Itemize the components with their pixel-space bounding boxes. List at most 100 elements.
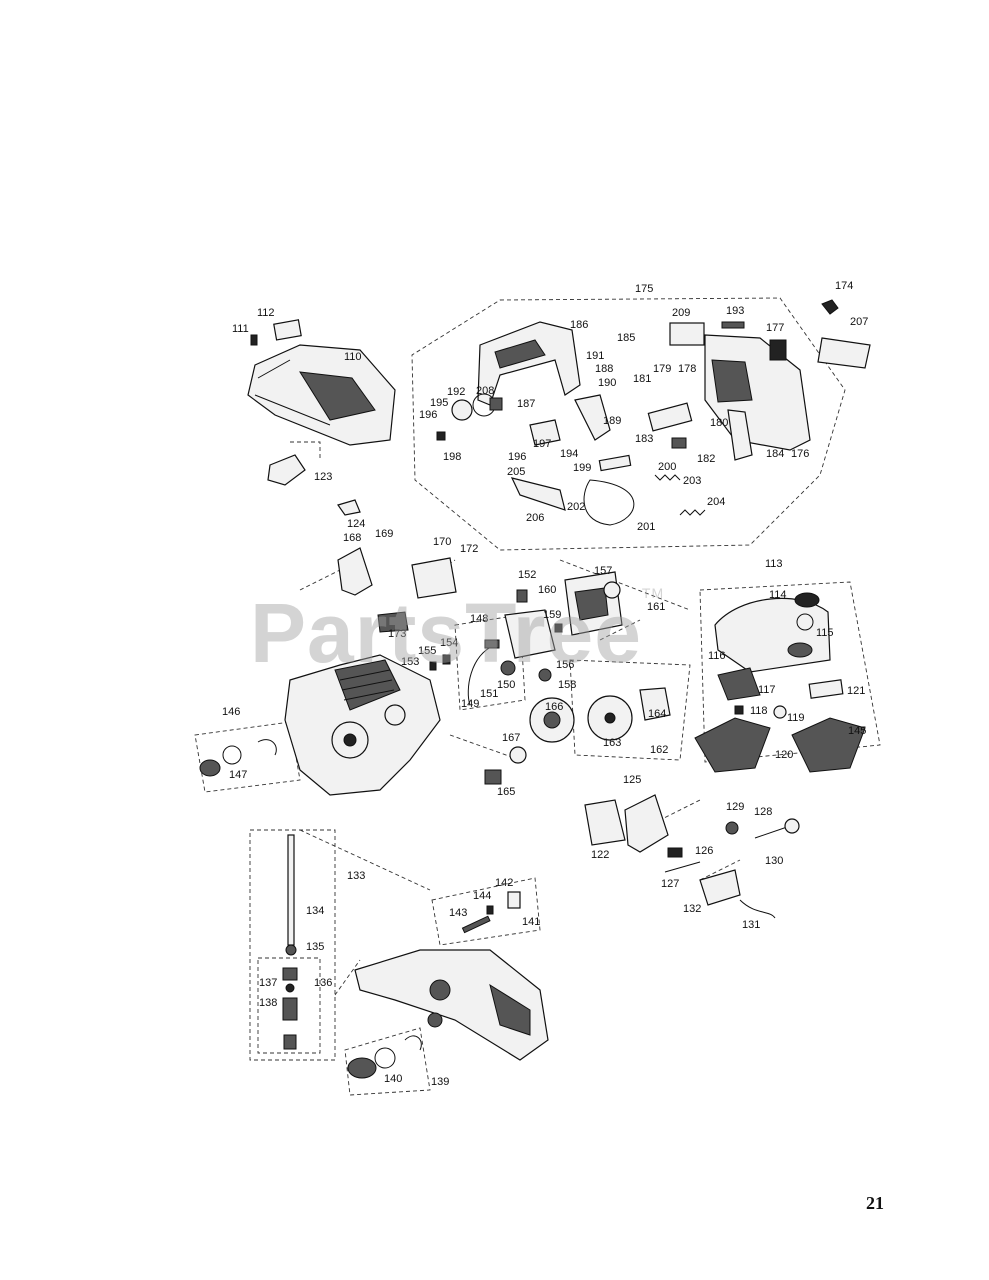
heat-shield-173 xyxy=(377,611,409,633)
callout-198: 198 xyxy=(443,451,461,463)
filter-138 xyxy=(282,997,298,1021)
callout-207: 207 xyxy=(850,316,868,328)
callout-183: 183 xyxy=(635,433,653,445)
group-146-boundary xyxy=(194,721,301,793)
grommet-119 xyxy=(773,705,787,719)
callout-126: 126 xyxy=(695,845,713,857)
ignition-module-156 xyxy=(504,609,556,659)
carb-housing-125 xyxy=(624,794,669,853)
callout-137: 137 xyxy=(259,977,277,989)
callout-195: 195 xyxy=(430,397,448,409)
chain-catcher-183 xyxy=(647,402,693,432)
callout-184: 184 xyxy=(766,448,784,460)
callout-150: 150 xyxy=(497,679,515,691)
callout-161: 161 xyxy=(647,601,665,613)
group-175-boundary xyxy=(411,297,846,551)
callout-110: 110 xyxy=(344,351,362,363)
callout-203: 203 xyxy=(683,475,701,487)
bolt-193 xyxy=(721,321,745,329)
callout-164: 164 xyxy=(648,708,666,720)
callout-121: 121 xyxy=(847,685,865,697)
label-207 xyxy=(817,337,871,369)
callout-113: 113 xyxy=(765,558,783,570)
spring-204 xyxy=(679,509,706,516)
plug-142 xyxy=(507,891,521,909)
callout-143: 143 xyxy=(449,907,467,919)
clutch-spring-164 xyxy=(639,687,671,721)
callout-192: 192 xyxy=(447,386,465,398)
decal-112 xyxy=(273,319,302,341)
callout-208: 208 xyxy=(476,385,494,397)
washer-167 xyxy=(509,746,527,764)
bracket-168 xyxy=(337,547,373,596)
screw-154 xyxy=(442,654,451,665)
callout-139: 139 xyxy=(431,1076,449,1088)
callout-175: 175 xyxy=(635,283,653,295)
callout-148: 148 xyxy=(470,613,488,625)
callout-187: 187 xyxy=(517,398,535,410)
spark-plug-150 xyxy=(500,660,516,676)
lever-197 xyxy=(529,419,561,446)
callout-140: 140 xyxy=(384,1073,402,1085)
callout-136: 136 xyxy=(314,977,332,989)
callout-159: 159 xyxy=(543,609,561,621)
callout-180: 180 xyxy=(710,417,728,429)
brake-lever-187 xyxy=(574,394,611,441)
callout-173: 173 xyxy=(388,628,406,640)
callout-156: 156 xyxy=(556,659,574,671)
callout-111: 111 xyxy=(232,323,249,335)
callout-114: 114 xyxy=(769,589,787,601)
partstree-watermark: PartsTreeTM xyxy=(250,585,665,680)
bracket-132 xyxy=(699,869,741,906)
screw-159 xyxy=(554,623,563,633)
callout-197: 197 xyxy=(533,438,551,450)
handle-housing xyxy=(354,949,549,1061)
screw-198 xyxy=(436,431,446,441)
callout-133: 133 xyxy=(347,870,365,882)
callout-204: 204 xyxy=(707,496,725,508)
callout-152: 152 xyxy=(518,569,536,581)
callout-202: 202 xyxy=(567,501,585,513)
callout-160: 160 xyxy=(538,584,556,596)
callout-151: 151 xyxy=(480,688,498,700)
group-133-boundary xyxy=(249,829,336,1061)
callout-189: 189 xyxy=(603,415,621,427)
trigger-124 xyxy=(337,499,361,516)
callout-185: 185 xyxy=(617,332,635,344)
callout-153: 153 xyxy=(401,656,419,668)
callout-205: 205 xyxy=(507,466,525,478)
callout-188: 188 xyxy=(595,363,613,375)
callout-129: 129 xyxy=(726,801,744,813)
group-136-boundary xyxy=(257,957,321,1054)
callout-138: 138 xyxy=(259,997,277,1009)
air-filter-145 xyxy=(791,717,866,773)
callout-181: 181 xyxy=(633,373,651,385)
callout-154: 154 xyxy=(440,637,458,649)
nut-182 xyxy=(671,437,687,449)
callout-132: 132 xyxy=(683,903,701,915)
spring-203 xyxy=(654,474,681,481)
callout-190: 190 xyxy=(598,377,616,389)
callout-145: 145 xyxy=(848,725,866,737)
top-cover-110 xyxy=(247,344,396,446)
oil-tube-134 xyxy=(287,834,295,946)
callout-128: 128 xyxy=(754,806,772,818)
callout-165: 165 xyxy=(497,786,515,798)
callout-193: 193 xyxy=(726,305,744,317)
callout-157: 157 xyxy=(594,565,612,577)
callout-200: 200 xyxy=(658,461,676,473)
screw-144 xyxy=(486,905,494,915)
callout-122: 122 xyxy=(591,849,609,861)
knob-114 xyxy=(794,592,820,608)
cap-135 xyxy=(285,944,297,956)
bearing-165 xyxy=(484,769,502,785)
brake-band-201 xyxy=(583,479,635,526)
gasket-126 xyxy=(667,847,683,858)
callout-168: 168 xyxy=(343,532,361,544)
callout-177: 177 xyxy=(766,322,784,334)
callout-170: 170 xyxy=(433,536,451,548)
callout-196: 196 xyxy=(419,409,437,421)
filter-body-136 xyxy=(282,967,298,981)
